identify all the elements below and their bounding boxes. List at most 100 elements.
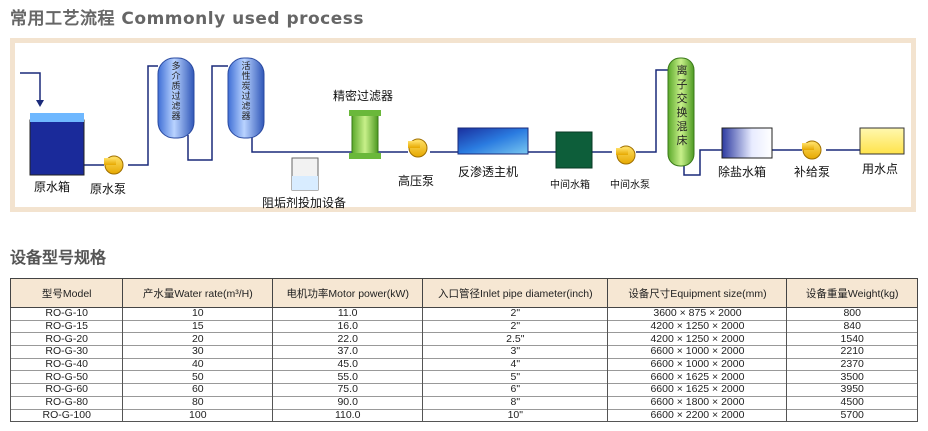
table-row: RO-G-50 50 55.0 5" 6600 × 1625 × 2000 35… [9,370,918,384]
cell-inlet-pipe: 2" [422,307,609,321]
cell-motor-power: 75.0 [272,383,424,397]
cell-weight: 2370 [786,357,918,371]
cell-equipment-size: 6600 × 1800 × 2000 [607,395,788,409]
header-model: 型号Model [9,278,124,308]
cell-equipment-size: 6600 × 1625 × 2000 [607,383,788,397]
cell-motor-power: 55.0 [272,370,424,384]
booster-pump-icon [802,140,822,160]
cell-inlet-pipe: 8" [422,395,609,409]
section-title: 设备型号规格 [10,248,107,267]
label-mixed-bed: 离子交换混床 [676,64,688,147]
cell-water-rate: 80 [122,395,274,409]
carbon-filter-icon [227,57,265,139]
raw-water-tank-icon [29,119,85,176]
cell-equipment-size: 6600 × 1000 × 2000 [607,357,788,371]
cell-weight: 4500 [786,395,918,409]
cell-motor-power: 22.0 [272,332,424,346]
cell-equipment-size: 3600 × 875 × 2000 [607,307,788,321]
header-inlet-pipe: 入口管径Inlet pipe diameter(inch) [422,278,609,308]
label-water-use-point: 用水点 [862,162,899,176]
table-row: RO-G-30 30 37.0 3" 6600 × 1000 × 2000 22… [9,345,918,359]
cell-motor-power: 11.0 [272,307,424,321]
cell-model: RO-G-100 [9,408,124,423]
label-carbon-filter: 活性炭过滤器 [241,62,251,122]
multimedia-filter-icon [157,57,195,139]
cell-model: RO-G-80 [9,395,124,409]
cell-weight: 3950 [786,383,918,397]
header-motor-power: 电机功率Motor power(kW) [272,278,424,308]
cell-water-rate: 40 [122,357,274,371]
header-equipment-size: 设备尺寸Equipment size(mm) [607,278,788,308]
ro-unit-icon [457,127,529,155]
intermediate-pump-icon [616,145,636,165]
cell-water-rate: 15 [122,319,274,333]
cell-model: RO-G-60 [9,383,124,397]
label-multimedia-filter: 多介质过滤器 [171,62,181,122]
cell-model: RO-G-30 [9,345,124,359]
precision-filter-icon [351,111,379,158]
table-header-row: 型号Model 产水量Water rate(m³/H) 电机功率Motor po… [9,278,918,308]
label-intermediate-pump: 中间水泵 [610,180,650,191]
cell-water-rate: 10 [122,307,274,321]
cell-inlet-pipe: 3" [422,345,609,359]
water-use-point-icon [859,127,905,155]
cell-model: RO-G-50 [9,370,124,384]
cell-equipment-size: 4200 × 1250 × 2000 [607,332,788,346]
cell-motor-power: 16.0 [272,319,424,333]
cell-weight: 2210 [786,345,918,359]
page-title: 常用工艺流程 Commonly used process [10,9,365,29]
cell-water-rate: 100 [122,408,274,423]
header-water-rate: 产水量Water rate(m³/H) [122,278,274,308]
table-row: RO-G-100 100 110.0 10" 6600 × 2200 × 200… [9,408,918,423]
table-row: RO-G-60 60 75.0 6" 6600 × 1625 × 2000 39… [9,383,918,397]
desalted-water-tank-icon [721,127,773,159]
cell-water-rate: 30 [122,345,274,359]
raw-water-pump-icon [104,155,124,175]
label-intermediate-tank: 中间水箱 [550,180,590,191]
cell-inlet-pipe: 6" [422,383,609,397]
label-precision-filter: 精密过滤器 [333,89,394,103]
table-row: RO-G-20 20 22.0 2.5" 4200 × 1250 × 2000 … [9,332,918,346]
label-raw-water-tank: 原水箱 [34,180,71,194]
label-raw-water-pump: 原水泵 [90,182,127,196]
mixed-bed-icon [667,57,695,167]
cell-water-rate: 50 [122,370,274,384]
table-row: RO-G-40 40 45.0 4" 6600 × 1000 × 2000 23… [9,357,918,371]
cell-equipment-size: 6600 × 1000 × 2000 [607,345,788,359]
cell-inlet-pipe: 4" [422,357,609,371]
cell-inlet-pipe: 5" [422,370,609,384]
cell-inlet-pipe: 10" [422,408,609,423]
intermediate-tank-icon [555,131,593,169]
cell-weight: 3500 [786,370,918,384]
cell-model: RO-G-20 [9,332,124,346]
cell-motor-power: 45.0 [272,357,424,371]
cell-equipment-size: 6600 × 1625 × 2000 [607,370,788,384]
cell-water-rate: 60 [122,383,274,397]
high-pressure-pump-icon [408,138,428,158]
label-high-pressure-pump: 高压泵 [398,174,435,188]
label-ro-unit: 反渗透主机 [458,165,519,179]
cell-motor-power: 110.0 [272,408,424,423]
cell-weight: 5700 [786,408,918,423]
table-row: RO-G-10 10 11.0 2" 3600 × 875 × 2000 800 [9,307,918,321]
table-row: RO-G-80 80 90.0 8" 6600 × 1800 × 2000 45… [9,395,918,409]
cell-weight: 800 [786,307,918,321]
cell-model: RO-G-40 [9,357,124,371]
cell-motor-power: 90.0 [272,395,424,409]
label-booster-pump: 补给泵 [794,165,831,179]
cell-model: RO-G-15 [9,319,124,333]
process-flow-graphic [20,57,905,191]
header-weight: 设备重量Weight(kg) [786,278,918,308]
cell-equipment-size: 6600 × 2200 × 2000 [607,408,788,423]
cell-weight: 840 [786,319,918,333]
cell-water-rate: 20 [122,332,274,346]
table-row: RO-G-15 15 16.0 2" 4200 × 1250 × 2000 84… [9,319,918,333]
cell-equipment-size: 4200 × 1250 × 2000 [607,319,788,333]
spec-table: 型号Model 产水量Water rate(m³/H) 电机功率Motor po… [9,278,918,423]
cell-motor-power: 37.0 [272,345,424,359]
cell-model: RO-G-10 [9,307,124,321]
cell-inlet-pipe: 2" [422,319,609,333]
cell-weight: 1540 [786,332,918,346]
label-desalted-water-tank: 除盐水箱 [718,165,767,179]
cell-inlet-pipe: 2.5" [422,332,609,346]
